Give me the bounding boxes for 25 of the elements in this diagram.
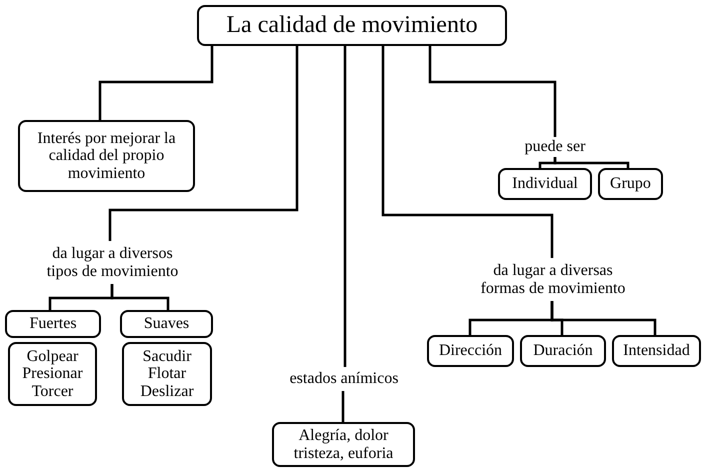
concept-box: Sacudir Flotar Deslizar — [122, 342, 212, 406]
concept-box: Duración — [520, 335, 606, 367]
concept-box: Grupo — [598, 168, 663, 200]
connector-text: estados anímicos — [278, 367, 410, 391]
connector-line — [342, 391, 344, 422]
concept-box: Individual — [498, 168, 592, 200]
connector-text: da lugar a diversos tipos de movimiento — [20, 241, 205, 284]
connector-line — [110, 284, 170, 310]
concept-box: Fuertes — [5, 310, 101, 338]
connector-line — [98, 46, 214, 120]
connector-line — [554, 157, 630, 168]
title-box: La calidad de movimiento — [197, 5, 507, 46]
concept-box: Interés por mejorar la calidad del propio movimiento — [18, 120, 195, 192]
connector-line — [344, 46, 346, 367]
concept-box: Golpear Presionar Torcer — [8, 342, 97, 406]
concept-box: Dirección — [427, 335, 514, 367]
connector-text: puede ser — [522, 137, 588, 157]
connector-line — [428, 46, 556, 137]
concept-box: Intensidad — [612, 335, 701, 367]
concept-box: Alegría, dolor tristeza, euforia — [272, 422, 415, 467]
connector-line — [108, 46, 298, 241]
connector-line — [382, 46, 554, 258]
concept-box: Suaves — [120, 310, 213, 338]
connector-line — [550, 301, 656, 335]
connector-text: da lugar a diversas formas de movimiento — [468, 258, 638, 301]
